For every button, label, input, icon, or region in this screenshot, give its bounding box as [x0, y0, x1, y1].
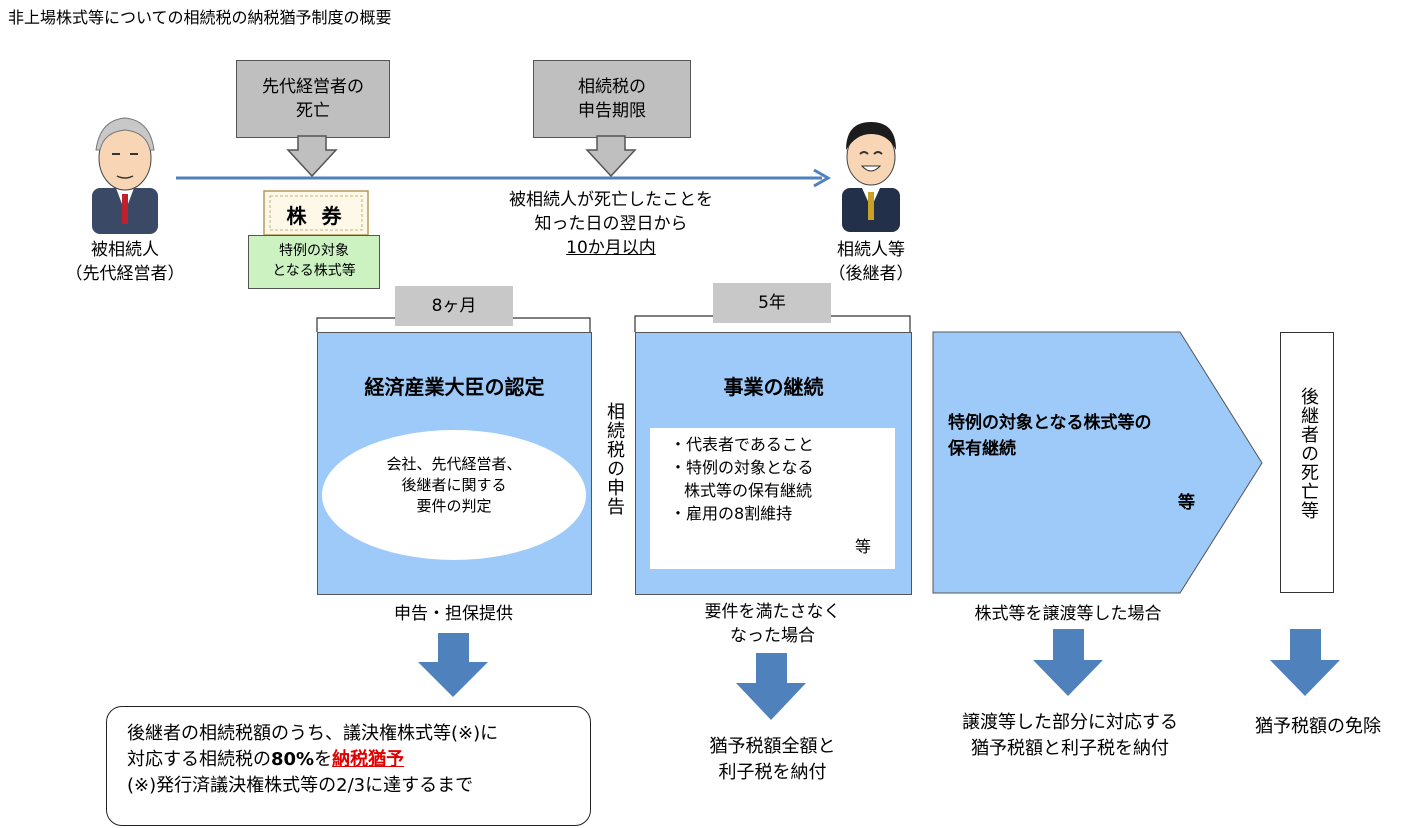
death-label-line1: 先代経営者の [262, 77, 364, 97]
phase2-item1: ・代表者であること [670, 435, 814, 454]
result1-line3: (※)発行済議決権株式等の2/3に達するまで [127, 775, 474, 796]
result1-box: 後継者の相続税額のうち、議決権株式等(※)に 対応する相続税の80%を納税猶予 … [106, 706, 591, 826]
stock-certificate-text: 株 券 [286, 204, 346, 228]
result4: 猶予税額の免除 [1255, 716, 1381, 737]
phase3-etc: 等 [1178, 493, 1195, 513]
phase3-shape [932, 331, 1263, 594]
phase1-title: 経済産業大臣の認定 [364, 375, 545, 399]
down-arrow-3 [1033, 629, 1103, 696]
decedent-line2: （先代経営者） [65, 264, 185, 284]
phase4-box: 後継者の死亡等 [1280, 332, 1334, 593]
phase1-oval-line3: 要件の判定 [416, 497, 492, 515]
death-pointer [286, 135, 338, 178]
stock-label: 特例の対象 となる株式等 [248, 235, 380, 289]
phase2-item4: ・雇用の8割維持 [670, 504, 793, 523]
timeline-arrowhead [813, 168, 832, 188]
deadline-label-line2: 申告期限 [578, 101, 646, 121]
result1-line2c: を [314, 749, 333, 770]
decedent-figure-icon [92, 117, 158, 234]
result2-line1: 猶予税額全額と [709, 736, 836, 757]
period-line2: 知った日の翌日から [534, 214, 688, 234]
result3-line2: 猶予税額と利子税を納付 [971, 738, 1169, 759]
heir-line2: （後継者） [828, 264, 914, 284]
down-arrow-1 [418, 633, 488, 697]
phase3-title-line2: 保有継続 [948, 439, 1016, 459]
down-arrow-4 [1270, 629, 1340, 696]
result2: 猶予税額全額と 利子税を納付 [650, 734, 895, 786]
result1-line1: 後継者の相続税額のうち、議決権株式等(※)に [127, 723, 499, 744]
death-label-line2: 死亡 [296, 101, 330, 121]
result1-emphasis: 納税猶予 [332, 749, 405, 770]
phase2-below-line1: 要件を満たさなく [704, 602, 841, 622]
death-callout: 先代経営者の 死亡 [236, 60, 390, 138]
phase2-etc: 等 [854, 537, 871, 556]
result3: 譲渡等した部分に対応する 猶予税額と利子税を納付 [935, 710, 1205, 762]
down-arrow-2 [736, 653, 806, 720]
phase3-title: 特例の対象となる株式等の 保有継続 [948, 410, 1152, 462]
filing-vertical-label: 相続税の申告 [604, 402, 625, 516]
period-line1: 被相続人が死亡したことを [509, 190, 713, 210]
phase2-item3: 株式等の保有継続 [684, 481, 813, 500]
phase1-oval: 会社、先代経営者、 後継者に関する 要件の判定 [322, 430, 586, 560]
phase2-below: 要件を満たさなく なった場合 [635, 600, 910, 648]
decedent-label: 被相続人 （先代経営者） [40, 238, 210, 286]
stock-label-line2: となる株式等 [272, 263, 356, 279]
phase1-below: 申告・担保提供 [394, 604, 513, 624]
phase1-oval-line1: 会社、先代経営者、 [386, 455, 522, 473]
result1-line2a: 対応する相続税の [127, 749, 271, 770]
phase2-below-line2: なった場合 [730, 626, 815, 646]
heir-label: 相続人等 （後継者） [796, 238, 946, 286]
phase2-title: 事業の継続 [723, 375, 824, 399]
deadline-pointer [585, 135, 637, 178]
result1-line2: 対応する相続税の80%を納税猶予 [127, 747, 590, 773]
period-line3: 10か月以内 [566, 238, 656, 258]
stock-label-line1: 特例の対象 [279, 243, 349, 259]
heir-figure-icon [842, 122, 900, 232]
period-text: 被相続人が死亡したことを 知った日の翌日から 10か月以内 [480, 188, 742, 260]
result2-line2: 利子税を納付 [718, 762, 827, 783]
stock-certificate-icon [263, 190, 369, 236]
deadline-label-line1: 相続税の [578, 77, 646, 97]
phase3-below: 株式等を譲渡等した場合 [974, 604, 1162, 624]
phase2-duration: 5年 [713, 283, 831, 323]
phase1-oval-line2: 後継者に関する [401, 476, 507, 494]
decedent-line1: 被相続人 [91, 240, 159, 260]
page-title: 非上場株式等についての相続税の納税猶予制度の概要 [8, 8, 392, 27]
phase2-requirements: ・代表者であること ・特例の対象となる 株式等の保有継続 ・雇用の8割維持 等 [650, 428, 895, 569]
phase4-vertical-text: 後継者の死亡等 [1298, 387, 1319, 520]
phase2-item2: ・特例の対象となる [670, 458, 814, 477]
phase1-duration: 8ヶ月 [395, 286, 513, 326]
result1-percent: 80% [271, 749, 315, 770]
result3-line1: 譲渡等した部分に対応する [962, 712, 1178, 733]
heir-line1: 相続人等 [837, 240, 905, 260]
deadline-callout: 相続税の 申告期限 [533, 60, 691, 138]
phase3-title-line1: 特例の対象となる株式等の [948, 413, 1152, 433]
